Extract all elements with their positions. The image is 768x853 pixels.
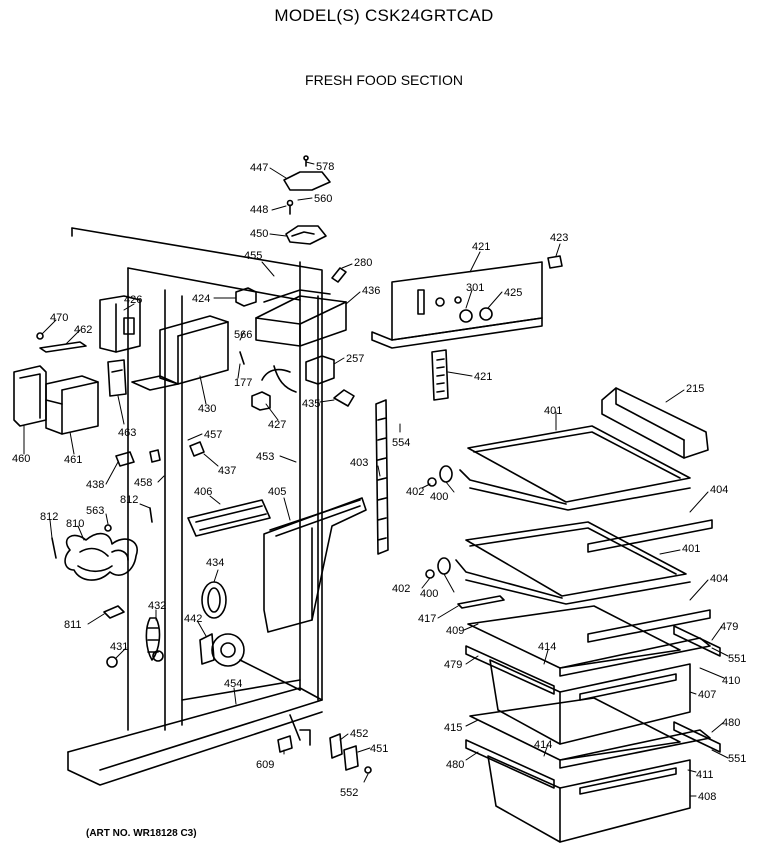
- callout-457: 457: [204, 429, 222, 441]
- callout-560: 560: [314, 193, 332, 205]
- callout-551-upper: 551: [728, 653, 746, 665]
- callout-427: 427: [268, 419, 286, 431]
- callout-448: 448: [250, 204, 268, 216]
- callout-463: 463: [118, 427, 136, 439]
- callout-425: 425: [504, 287, 522, 299]
- callout-435: 435: [302, 398, 320, 410]
- callout-labels: 447 578 448 560 450 455 280 421 423 470 …: [12, 161, 746, 803]
- callout-400-lower: 400: [420, 588, 438, 600]
- air-duct-parts: [187, 497, 367, 633]
- callout-452: 452: [350, 728, 368, 740]
- callout-215: 215: [686, 383, 704, 395]
- callout-455: 455: [244, 250, 262, 262]
- callout-410: 410: [722, 675, 740, 687]
- callout-415: 415: [444, 722, 462, 734]
- callout-438: 438: [86, 479, 104, 491]
- callout-453: 453: [256, 451, 274, 463]
- callout-430: 430: [198, 403, 216, 415]
- callout-431: 431: [110, 641, 128, 653]
- callout-414-lower: 414: [534, 739, 552, 751]
- crisper-covers: [457, 595, 681, 761]
- callout-400-upper: 400: [430, 491, 448, 503]
- evaporator-cover: [36, 295, 229, 397]
- callout-811: 811: [64, 619, 82, 631]
- callout-554: 554: [392, 437, 410, 449]
- light-switch-parts: [239, 351, 355, 411]
- callout-454: 454: [224, 678, 242, 690]
- callout-421-bottom: 421: [474, 371, 492, 383]
- callout-421-top: 421: [472, 241, 490, 253]
- callout-408: 408: [698, 791, 716, 803]
- callout-426: 426: [124, 294, 142, 306]
- lower-glass-shelf: [425, 521, 711, 643]
- callout-470: 470: [50, 312, 68, 324]
- callout-407: 407: [698, 689, 716, 701]
- callout-405: 405: [268, 486, 286, 498]
- callout-434: 434: [206, 557, 224, 569]
- callout-810: 810: [66, 518, 84, 530]
- callout-403: 403: [350, 457, 368, 469]
- callout-402-upper: 402: [406, 486, 424, 498]
- dairy-bin: [601, 387, 709, 459]
- callout-423: 423: [550, 232, 568, 244]
- callout-451: 451: [370, 743, 388, 755]
- section-title: FRESH FOOD SECTION: [305, 72, 463, 88]
- callout-479-right: 479: [720, 621, 738, 633]
- callout-812-left: 812: [40, 511, 58, 523]
- bottom-hinge-parts: [277, 733, 372, 774]
- callout-480-right: 480: [722, 717, 740, 729]
- control-housing: [255, 289, 347, 347]
- upper-crisper-drawer: [465, 625, 721, 745]
- callout-406: 406: [194, 486, 212, 498]
- model-title: MODEL(S) CSK24GRTCAD: [274, 6, 494, 25]
- callout-479-left: 479: [444, 659, 462, 671]
- callout-417: 417: [418, 613, 436, 625]
- callout-257: 257: [346, 353, 364, 365]
- heater-parts: [51, 441, 205, 619]
- callout-480-left: 480: [446, 759, 464, 771]
- callout-458: 458: [134, 477, 152, 489]
- callout-177: 177: [234, 377, 252, 389]
- shelf-ladder: [375, 399, 389, 555]
- callout-424: 424: [192, 293, 210, 305]
- callout-563: 563: [86, 505, 104, 517]
- callout-566: 566: [234, 329, 252, 341]
- callout-461: 461: [64, 454, 82, 466]
- callout-609: 609: [256, 759, 274, 771]
- callout-411: 411: [696, 769, 714, 781]
- leader-lines: [23, 161, 729, 797]
- callout-552: 552: [340, 787, 358, 799]
- art-number: (ART NO. WR18128 C3): [86, 828, 197, 839]
- callout-401-upper: 401: [544, 405, 562, 417]
- callout-447: 447: [250, 162, 268, 174]
- callout-460: 460: [12, 453, 30, 465]
- callout-450: 450: [250, 228, 268, 240]
- callout-404-lower: 404: [710, 573, 728, 585]
- callout-462: 462: [74, 324, 92, 336]
- callout-280: 280: [354, 257, 372, 269]
- callout-401-lower: 401: [682, 543, 700, 555]
- callout-409: 409: [446, 625, 464, 637]
- callout-551-lower: 551: [728, 753, 746, 765]
- callout-414-upper: 414: [538, 641, 556, 653]
- callout-432: 432: [148, 600, 166, 612]
- callout-404-upper: 404: [710, 484, 728, 496]
- damper-assembly: [13, 365, 99, 435]
- callout-578: 578: [316, 161, 334, 173]
- cabinet-liner: [67, 227, 323, 786]
- callout-442: 442: [184, 613, 202, 625]
- callout-436: 436: [362, 285, 380, 297]
- upper-glass-shelf: [427, 425, 713, 553]
- callout-301: 301: [466, 282, 484, 294]
- callout-402-lower: 402: [392, 583, 410, 595]
- callout-437: 437: [218, 465, 236, 477]
- hinge-cover-parts: [235, 155, 347, 307]
- lower-crisper-drawer: [465, 721, 721, 843]
- control-panel: [371, 255, 563, 401]
- callout-812-right: 812: [120, 494, 138, 506]
